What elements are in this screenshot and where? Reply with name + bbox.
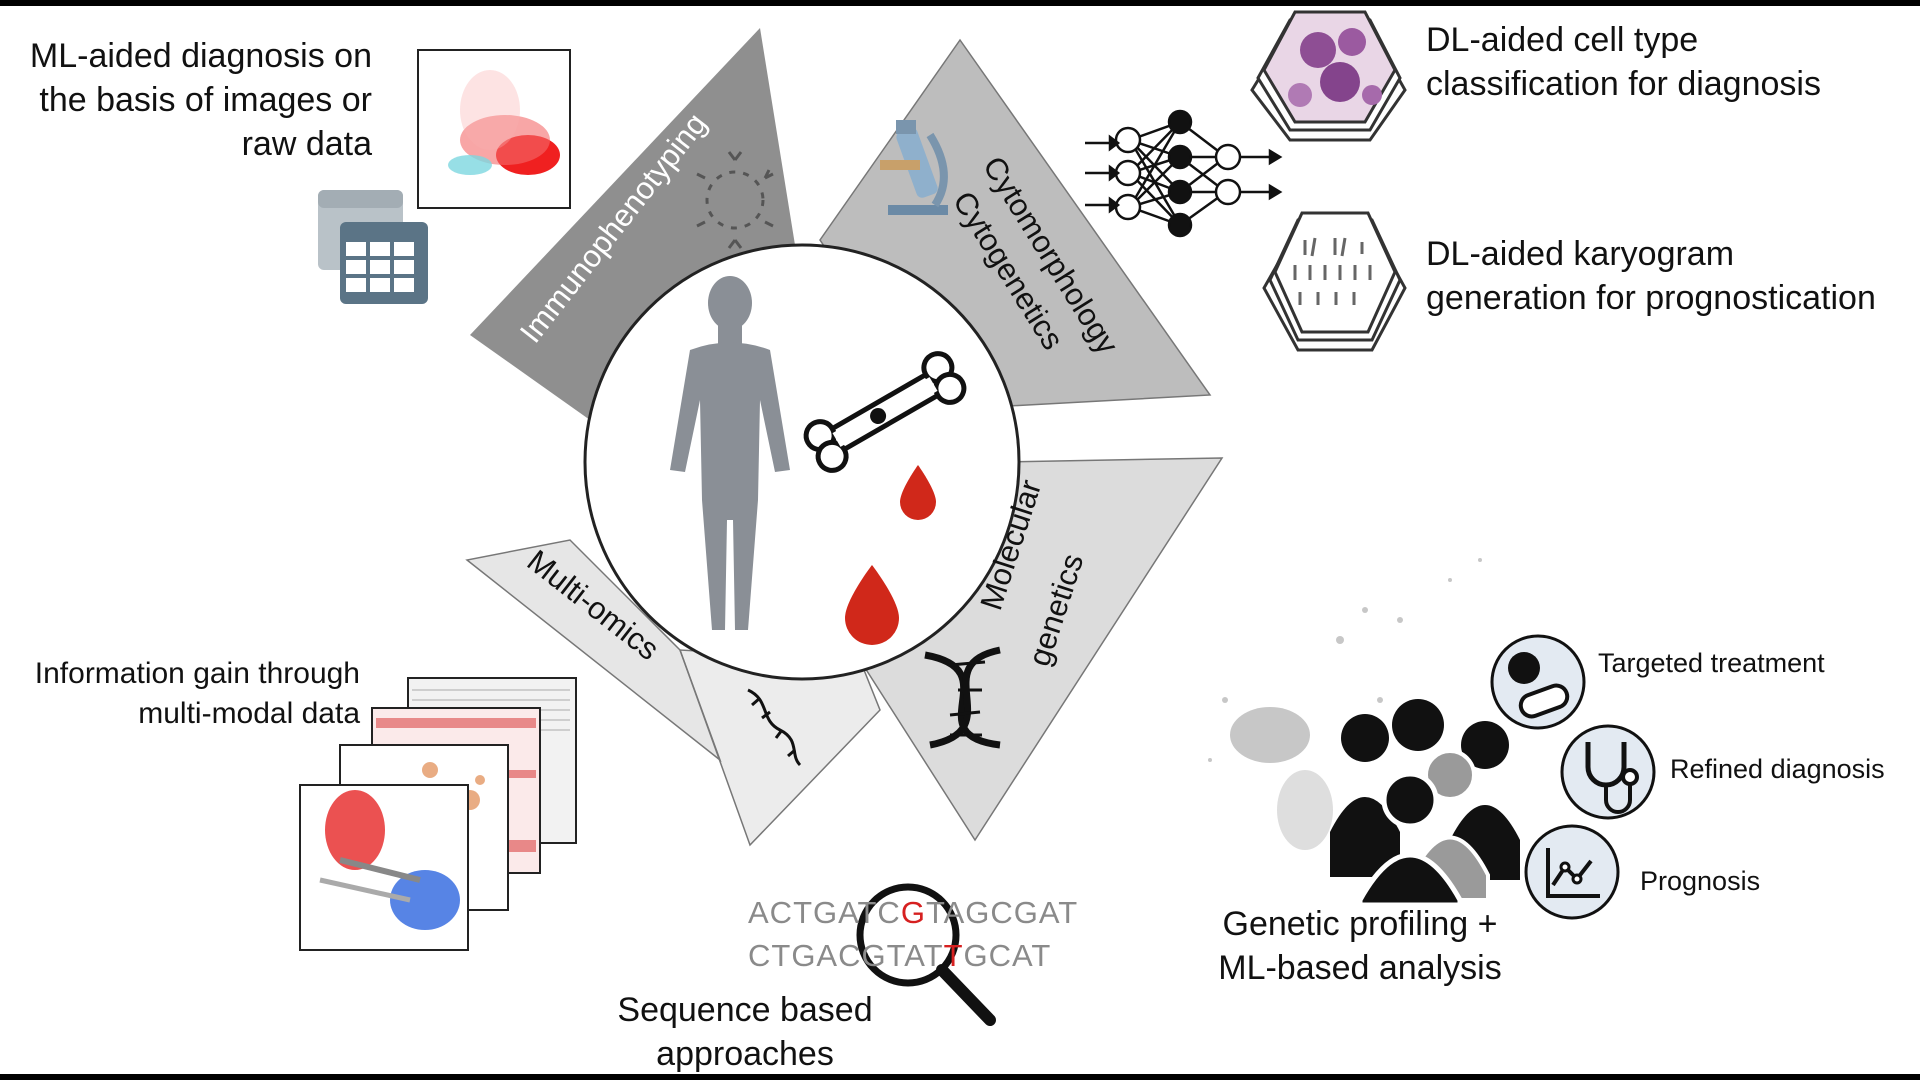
stethoscope-icon (1560, 724, 1656, 820)
magnifier-icon (856, 883, 996, 1026)
ml-images-line2: the basis of images or (39, 81, 372, 119)
outcome-prognosis: Prognosis (1640, 866, 1761, 896)
sequence-highlight-t: T (943, 938, 964, 973)
chart-trend-icon (1524, 824, 1620, 920)
outcome-targeted-treatment: Targeted treatment (1598, 648, 1825, 678)
human-body-icon (670, 276, 790, 630)
microscope-icon (880, 120, 948, 215)
top-bar (0, 0, 1920, 6)
outcome-refined-diagnosis: Refined diagnosis (1670, 754, 1885, 784)
sequence-highlight-g: G (900, 895, 926, 930)
sequence-label-line1: Sequence based (617, 991, 873, 1029)
sequence-label-line2: approaches (656, 1035, 834, 1073)
antibody-ring-icon (696, 151, 774, 249)
sector-sequence (680, 650, 880, 845)
scatter-plot-icon (417, 49, 571, 209)
genetic-profiling-line1: Genetic profiling + (1222, 905, 1498, 943)
karyogram-stack-icon (1262, 211, 1407, 352)
neural-network-icon (1085, 109, 1283, 238)
blood-drop-icon (900, 465, 936, 520)
pill-icon (1490, 634, 1586, 730)
dl-karyo-line1: DL-aided karyogram (1426, 235, 1735, 273)
multimodal-line2: multi-modal data (138, 697, 360, 730)
sequence-line1: ACTGATCGTAGCGAT (748, 895, 1079, 930)
dl-karyo-line2: generation for prognostication (1426, 279, 1876, 317)
dna-helix-icon (924, 646, 1001, 749)
sequence-line2: CTGACGTATTGCAT (748, 938, 1052, 973)
rna-strand-icon (747, 688, 802, 767)
center-circle (583, 243, 1021, 681)
ml-images-line1: ML-aided diagnosis on (29, 37, 372, 75)
sector-immunophenotyping (470, 28, 795, 420)
bone-icon (803, 351, 967, 473)
ml-images-line3: raw data (241, 125, 372, 163)
blood-drop-icon (845, 565, 899, 645)
dl-cell-line2: classification for diagnosis (1426, 65, 1821, 103)
scatter-cloud (1208, 558, 1482, 850)
table-stack-icon (318, 190, 428, 304)
sector-multi-omics (467, 540, 720, 760)
dl-cell-line1: DL-aided cell type (1426, 21, 1699, 59)
bottom-bar (0, 1074, 1920, 1080)
cell-image-stack-icon (1250, 10, 1407, 142)
genetic-profiling-line2: ML-based analysis (1218, 949, 1502, 987)
people-group-icon (1330, 699, 1520, 908)
multimodal-stack-icon (299, 677, 577, 951)
multimodal-line1: Information gain through (34, 657, 360, 690)
